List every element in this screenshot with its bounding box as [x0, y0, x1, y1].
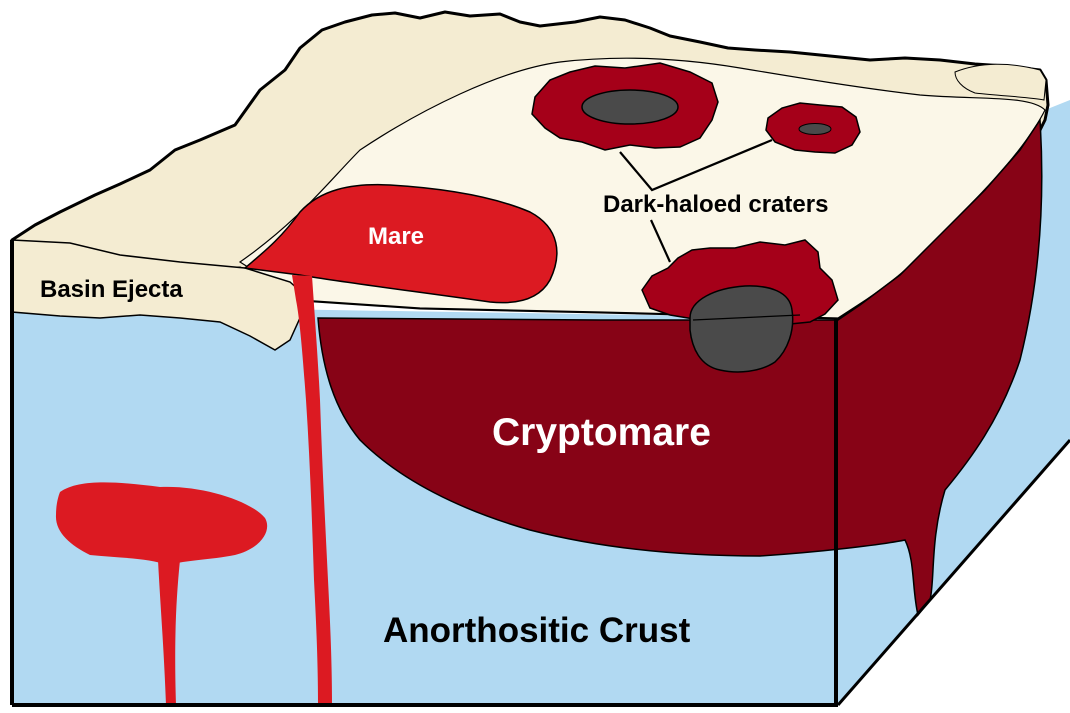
label-anorthositic-crust: Anorthositic Crust — [383, 611, 691, 650]
label-dark-haloed-craters: Dark-haloed craters — [603, 191, 828, 218]
crater-interior-2 — [799, 124, 831, 135]
label-cryptomare: Cryptomare — [492, 411, 711, 454]
label-basin-ejecta: Basin Ejecta — [40, 276, 183, 303]
crater-interior-1 — [582, 90, 678, 124]
crater-interior-3 — [690, 286, 793, 372]
label-mare: Mare — [368, 223, 424, 250]
